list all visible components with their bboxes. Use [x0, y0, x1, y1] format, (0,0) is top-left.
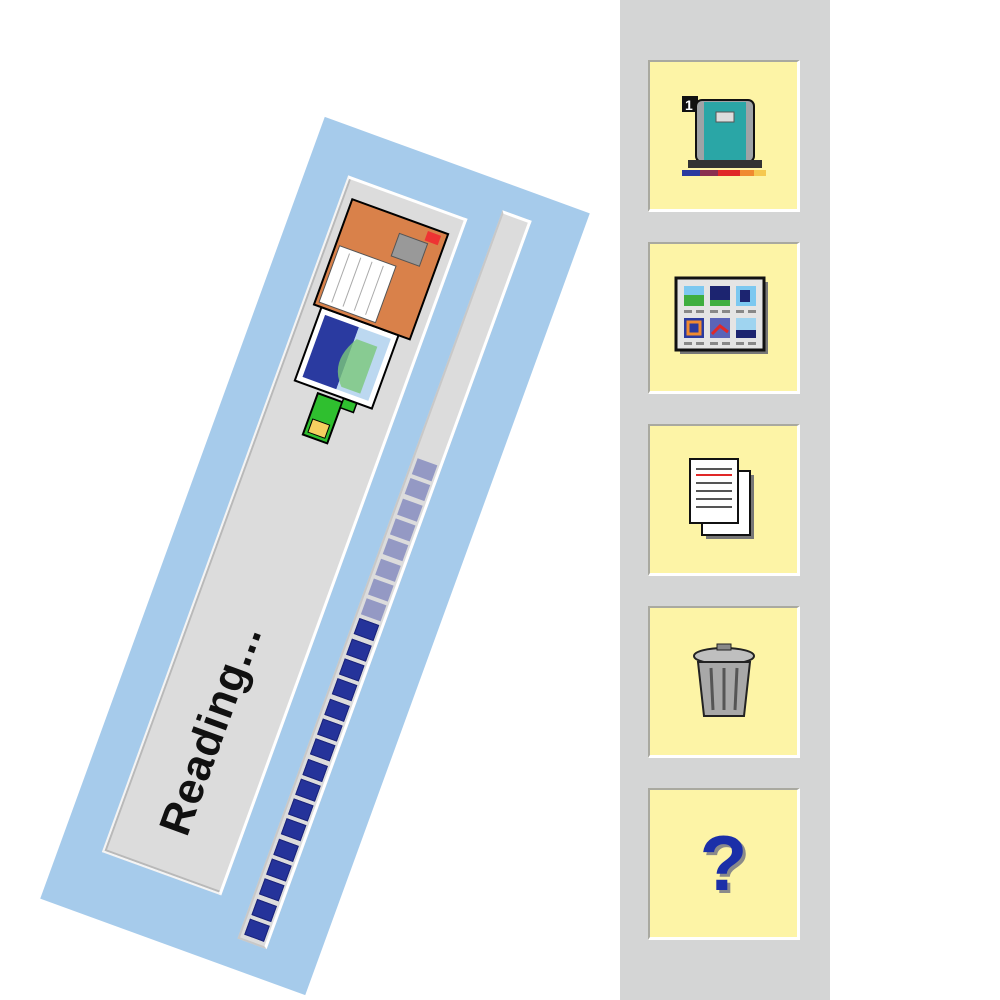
progress-segment-filled — [338, 658, 365, 682]
progress-segment-pending — [389, 518, 416, 542]
photo-icon — [293, 305, 400, 410]
progress-segment-filled — [273, 838, 299, 862]
trash-button[interactable] — [648, 606, 800, 758]
card-reader-icon: 1 — [681, 95, 766, 176]
thumbnail-grid-icon — [674, 276, 768, 354]
floppy-disk-icon — [312, 197, 450, 341]
progress-segment-pending — [375, 558, 401, 582]
progress-segment-pending — [404, 478, 431, 502]
progress-segment-filled — [287, 798, 314, 822]
progress-segment-filled — [251, 898, 278, 922]
photo-gallery-button[interactable] — [648, 242, 800, 394]
progress-segment-filled — [324, 698, 350, 722]
progress-segment-filled — [331, 678, 358, 702]
progress-segment-filled — [244, 918, 270, 942]
document-pages-icon — [688, 457, 754, 539]
progress-segment-pending — [360, 598, 387, 622]
progress-segment-filled — [266, 858, 292, 882]
status-panel: Reading... — [101, 175, 468, 896]
progress-segment-filled — [346, 638, 372, 662]
status-text: Reading... — [150, 617, 272, 842]
progress-segment-filled — [302, 758, 329, 782]
reading-progress-dialog: Reading... — [40, 116, 590, 996]
documents-button[interactable] — [648, 424, 800, 576]
side-toolbar: 1 — [620, 0, 830, 1000]
svg-text:1: 1 — [685, 97, 693, 113]
progress-segment-filled — [317, 718, 343, 742]
trash-can-icon — [692, 643, 755, 717]
progress-segment-pending — [397, 498, 423, 522]
progress-segment-filled — [309, 738, 336, 762]
progress-segment-filled — [295, 778, 321, 802]
card-reader-button[interactable]: 1 — [648, 60, 800, 212]
help-button[interactable]: ? — [648, 788, 800, 940]
question-mark-icon: ? — [699, 819, 748, 907]
progress-segment-filled — [280, 818, 307, 842]
floppy-to-photo-transfer-icon — [293, 197, 450, 445]
progress-segment-filled — [353, 618, 380, 642]
progress-segment-filled — [258, 878, 285, 902]
progress-segment-pending — [382, 538, 409, 562]
progress-segment-pending — [368, 578, 394, 602]
progress-segment-pending — [411, 458, 438, 482]
